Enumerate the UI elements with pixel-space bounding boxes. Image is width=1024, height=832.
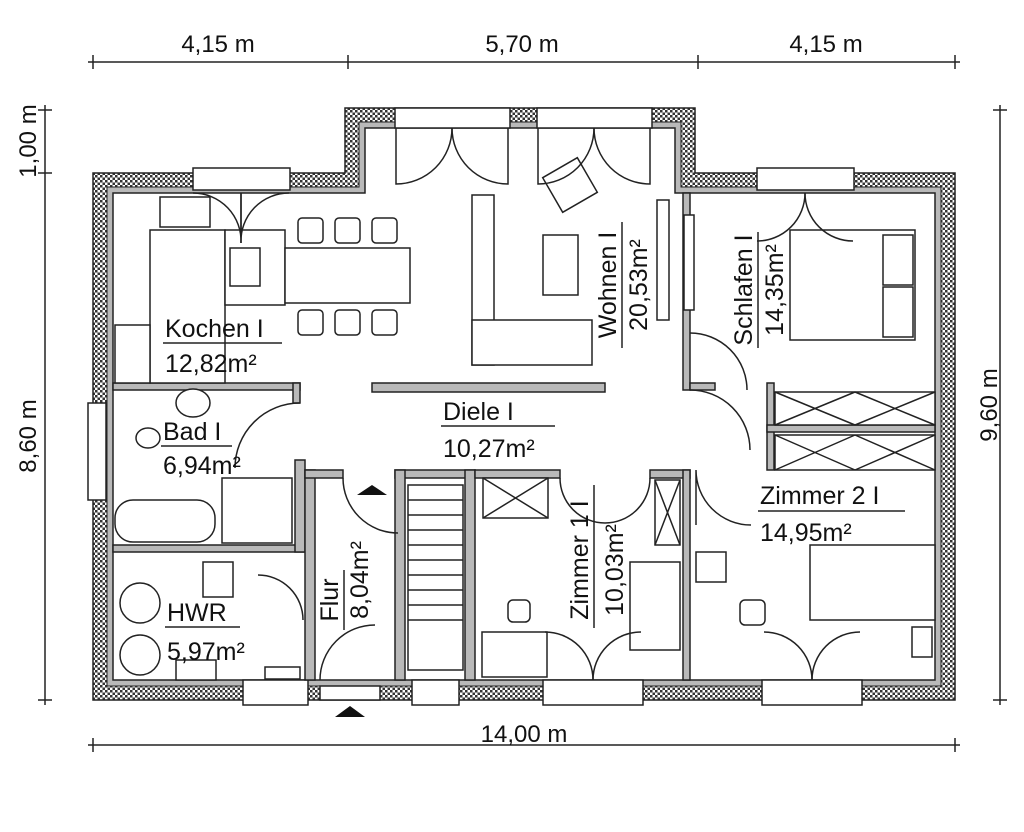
room-area: 6,94m² bbox=[163, 452, 241, 480]
dim-bottom: 14,00 m bbox=[481, 721, 568, 748]
doors bbox=[192, 127, 861, 681]
living-furniture bbox=[471, 156, 695, 366]
room-area: 10,27m² bbox=[443, 435, 535, 463]
bedroom-furniture bbox=[695, 229, 936, 658]
room-area: 20,53m² bbox=[625, 239, 653, 331]
room-zimmer-1: Zimmer 1 I 10,03m² bbox=[566, 485, 629, 628]
bathroom-furniture bbox=[114, 388, 301, 681]
room-area: 14,95m² bbox=[760, 519, 852, 547]
room-bad: Bad I 6,94m² bbox=[161, 418, 241, 480]
room-name: Kochen I bbox=[165, 315, 264, 343]
dimension-left: 1,00 m 8,60 m bbox=[15, 104, 52, 705]
staircase bbox=[407, 484, 464, 671]
room-area: 5,97m² bbox=[167, 638, 245, 666]
dimension-right: 9,60 m bbox=[976, 105, 1007, 705]
entrance-arrows bbox=[335, 485, 387, 717]
dim-left-lower: 8,60 m bbox=[15, 399, 42, 472]
entrance-arrow-icon bbox=[335, 706, 365, 717]
room-flur: Flur 8,04m² bbox=[316, 541, 374, 630]
room-area: 10,03m² bbox=[601, 524, 629, 616]
room-diele: Diele I 10,27m² bbox=[441, 398, 555, 463]
dimension-top: 4,15 m 5,70 m 4,15 m bbox=[88, 31, 960, 69]
dim-top-right: 4,15 m bbox=[789, 31, 862, 58]
dimension-bottom: 14,00 m bbox=[88, 721, 960, 752]
room-name: Schlafen I bbox=[730, 234, 758, 345]
room-wohnen: Wohnen I 20,53m² bbox=[594, 222, 653, 348]
dim-right: 9,60 m bbox=[976, 368, 1003, 441]
room-hwr: HWR 5,97m² bbox=[165, 599, 245, 666]
room-name: Zimmer 2 I bbox=[760, 482, 879, 510]
room-name: Diele I bbox=[443, 398, 514, 426]
room-kochen: Kochen I 12,82m² bbox=[163, 315, 282, 378]
room-zimmer-2: Zimmer 2 I 14,95m² bbox=[758, 482, 905, 547]
dim-top-middle: 5,70 m bbox=[485, 31, 558, 58]
arrow-up-icon bbox=[357, 485, 387, 495]
room-name: HWR bbox=[167, 599, 227, 627]
kitchen-furniture bbox=[114, 196, 411, 384]
room-area: 12,82m² bbox=[165, 350, 257, 378]
room-name: Flur bbox=[316, 578, 344, 621]
room-area: 8,04m² bbox=[346, 541, 374, 619]
dim-top-left: 4,15 m bbox=[181, 31, 254, 58]
room-name: Zimmer 1 I bbox=[566, 500, 594, 619]
room-name: Bad I bbox=[163, 418, 221, 446]
windows bbox=[87, 107, 863, 706]
room-name: Wohnen I bbox=[594, 232, 622, 339]
room-area: 14,35m² bbox=[761, 244, 789, 336]
dim-left-upper: 1,00 m bbox=[15, 104, 42, 177]
room-schlafen: Schlafen I 14,35m² bbox=[730, 232, 789, 348]
room1-furniture bbox=[481, 477, 681, 678]
